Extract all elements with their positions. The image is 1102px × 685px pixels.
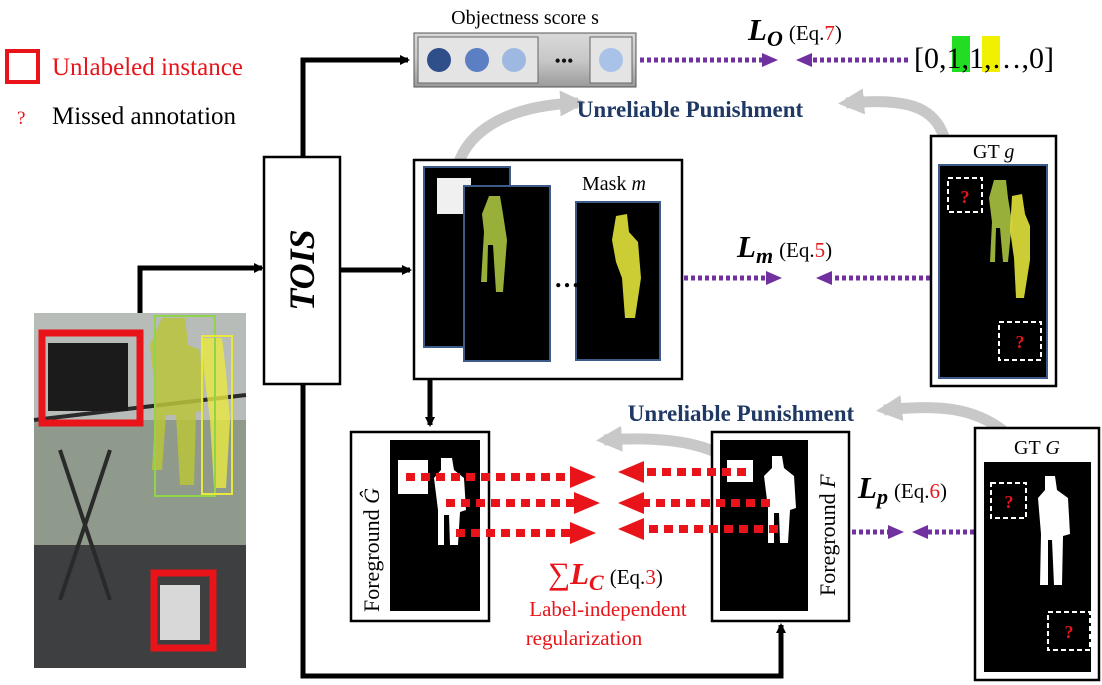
score-dot-1 <box>427 48 451 72</box>
consistency-arrows <box>406 461 778 544</box>
input-image <box>33 313 247 668</box>
gt-G-missed-box-1 <box>990 482 1027 519</box>
gt-G-missed-q1: ? <box>1005 492 1014 512</box>
unlabeled-box-device <box>150 569 217 652</box>
foreground-f-label: Foreground F <box>815 474 840 596</box>
punish-bottom-label: Unreliable Punishment <box>628 401 855 426</box>
punish-top-label: Unreliable Punishment <box>577 97 804 122</box>
loss-c: ∑LC(Eq.3) <box>548 556 663 595</box>
gt-g-missed-q2: ? <box>1016 332 1025 352</box>
unlabeled-instance-swatch <box>5 49 40 84</box>
loss-c-note-line2: regularization <box>526 626 643 650</box>
gt-g-missed-q1: ? <box>961 187 970 207</box>
score-ellipsis: ••• <box>555 51 574 71</box>
target-highlight-1 <box>952 36 970 72</box>
score-dot-3 <box>502 48 526 72</box>
legend-missed-label: Missed annotation <box>52 103 237 130</box>
foreground-f-panel: Foreground F <box>710 430 851 623</box>
gt-G-missed-q2: ? <box>1065 622 1074 642</box>
gt-G-panel: GT G ? ? <box>973 426 1101 682</box>
gt-g-label: GT g <box>973 141 1014 163</box>
legend-missed-symbol: ? <box>17 108 25 129</box>
gt-g-missed-box-1 <box>947 177 983 213</box>
tois-to-objectness-arrow <box>300 55 410 157</box>
objectness-score-bar: ••• <box>413 32 637 88</box>
image-to-tois-arrow <box>137 263 264 313</box>
target-vector: [0,1,1,…,0] <box>914 42 1054 75</box>
tois-block: TOIS <box>262 155 342 386</box>
tois-to-foreground-f-arrow <box>300 384 786 679</box>
objectness-title: Objectness score s <box>451 7 599 29</box>
foreground-ghat-panel: Foreground Ĝ <box>349 430 491 623</box>
punish-top-arrow-right <box>838 88 951 142</box>
score-dot-n <box>599 48 623 72</box>
legend-unlabeled-label: Unlabeled instance <box>52 54 243 81</box>
loss-p: Lp(Eq.6) <box>857 470 947 509</box>
loss-c-note-line1: Label-independent <box>529 597 687 621</box>
gt-g-missed-box-2 <box>998 321 1042 361</box>
mask-label: Mask m <box>582 173 646 195</box>
unlabeled-box-speaker <box>38 329 144 427</box>
mask-ellipsis: … <box>554 264 580 293</box>
gt-G-label: GT G <box>1014 437 1060 459</box>
loss-m: Lm(Eq.5) <box>736 229 832 268</box>
score-dot-2 <box>465 48 489 72</box>
target-highlight-2 <box>982 36 1000 72</box>
gt-g-panel: GT g ? ? <box>929 134 1058 388</box>
tois-label: TOIS <box>282 229 322 310</box>
punish-bottom-arrow-right <box>876 395 1009 437</box>
gt-G-missed-box-2 <box>1047 611 1091 651</box>
foreground-ghat-label: Foreground Ĝ <box>359 488 384 612</box>
mask-panel: Mask m … <box>412 158 684 381</box>
loss-o: LO(Eq.7) <box>747 12 842 51</box>
